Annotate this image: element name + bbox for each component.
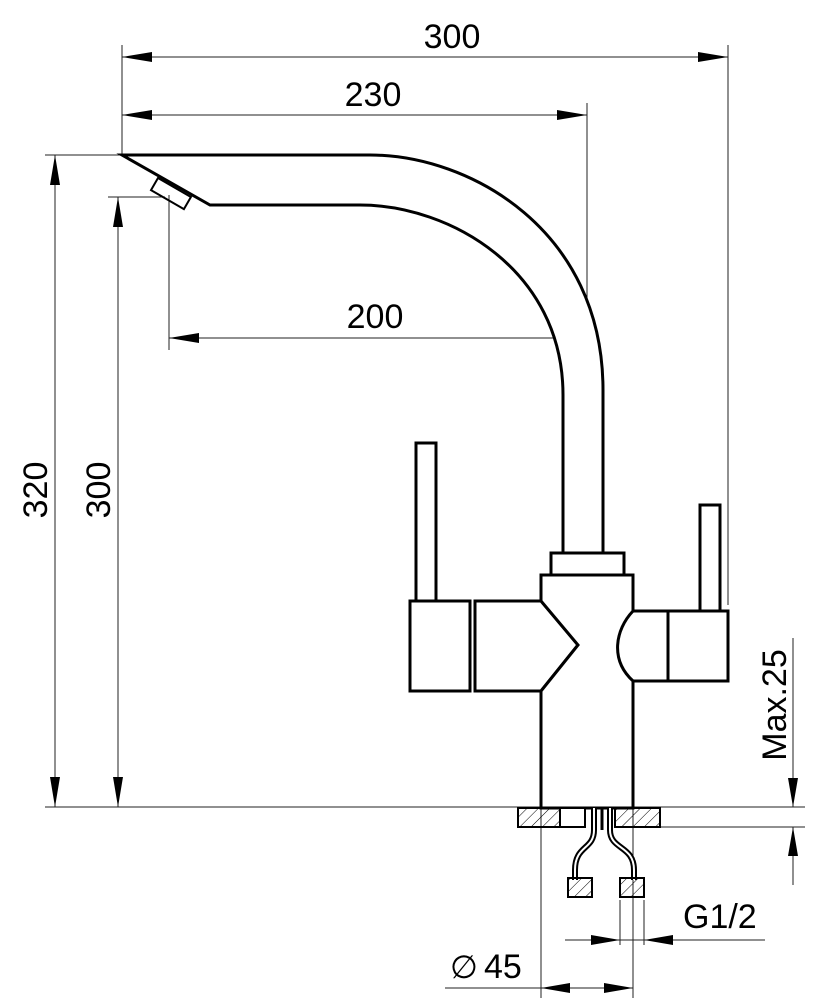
arrowhead	[788, 827, 798, 856]
arrowhead	[591, 935, 620, 945]
faucet-body	[539, 573, 635, 810]
dimension-label-max25: Max.25	[756, 649, 794, 761]
arrowhead	[698, 52, 728, 62]
arrowhead	[50, 155, 60, 185]
arrowhead	[50, 777, 60, 807]
dimension-overall-height: 320	[17, 155, 60, 807]
dimension-label-300: 300	[424, 18, 481, 56]
dimension-thread: G1/2	[565, 898, 765, 945]
mounting-plate	[517, 807, 661, 828]
arrowhead	[113, 197, 123, 227]
left-handle-block	[408, 599, 472, 693]
right-lever-rod	[698, 503, 722, 613]
spout	[116, 153, 605, 555]
dimension-label-300-vertical: 300	[80, 462, 118, 519]
arrowhead	[113, 777, 123, 807]
arrowhead	[122, 110, 152, 120]
arrowhead	[788, 778, 798, 807]
dimension-label-g12: G1/2	[683, 898, 757, 936]
right-handle-block	[666, 609, 730, 683]
aerator	[149, 176, 193, 211]
dimension-spout-reach-inner: 200	[169, 298, 587, 343]
dimension-overall-width: 300	[122, 18, 728, 62]
arrowhead	[557, 110, 587, 120]
arrowhead	[122, 52, 152, 62]
dimension-label-230: 230	[345, 76, 402, 114]
dimension-spout-height: 300	[80, 197, 123, 807]
dimension-label-45: 45	[484, 948, 522, 986]
hose-fittings	[567, 877, 645, 898]
dimension-label-320: 320	[17, 462, 55, 519]
spout-collar	[549, 551, 626, 577]
left-lever-rod	[414, 441, 438, 605]
dimension-label-200: 200	[347, 298, 404, 336]
arrowhead	[644, 935, 673, 945]
dimension-spout-reach-outer: 230	[122, 76, 587, 120]
arrowhead	[169, 333, 199, 343]
dimension-base-diameter: ∅ 45	[445, 948, 633, 993]
supply-hoses	[572, 808, 637, 880]
arrowhead	[541, 983, 570, 993]
arrowhead	[604, 983, 633, 993]
diameter-symbol: ∅	[450, 949, 478, 985]
dimension-max-countertop: Max.25	[756, 638, 798, 885]
